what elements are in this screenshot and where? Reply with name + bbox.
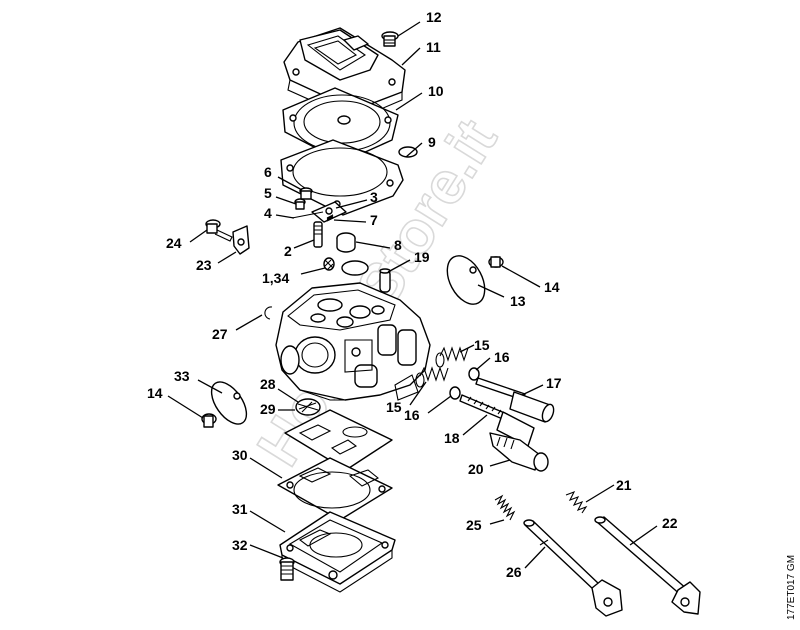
part-24-screw	[205, 219, 233, 242]
part-20-idle-screw	[489, 432, 549, 472]
part-6-screw	[299, 187, 313, 200]
callout-21: 21	[616, 477, 632, 493]
callout-14-top: 14	[544, 279, 560, 295]
callout-18: 18	[444, 430, 460, 446]
part-26-throttle-shaft	[523, 519, 623, 617]
callout-7: 7	[370, 212, 378, 228]
callout-26: 26	[506, 564, 522, 580]
callout-27: 27	[212, 326, 228, 342]
callout-1-34: 1,34	[262, 270, 289, 286]
part-27-clip	[264, 306, 273, 320]
part-10-metering-diaphragm	[282, 87, 399, 163]
callout-5: 5	[264, 185, 272, 201]
part-25-spring	[494, 494, 516, 521]
callout-15-lower: 15	[386, 399, 402, 415]
part-14-screw-top	[488, 256, 504, 268]
leader-lines	[167, 21, 658, 569]
part-15-spring-lower	[415, 366, 449, 388]
callout-6: 6	[264, 164, 272, 180]
callout-8: 8	[394, 237, 402, 253]
callout-17: 17	[546, 375, 562, 391]
callout-4: 4	[264, 205, 272, 221]
part-21-spring	[565, 490, 588, 514]
drawing-code: 177ET017 GM	[786, 555, 797, 620]
callout-19: 19	[414, 249, 430, 265]
part-17-adjust-screw	[475, 377, 555, 423]
callout-2: 2	[284, 243, 292, 259]
part-18-adjust-screw	[459, 394, 535, 447]
part-8-disc	[341, 260, 369, 276]
part-19-pin	[379, 268, 391, 293]
part-2-needle	[313, 221, 323, 248]
part-7-spring	[326, 214, 334, 222]
part-14-screw-bottom	[201, 413, 217, 428]
callout-29: 29	[260, 401, 276, 417]
callout-24: 24	[166, 235, 182, 251]
part-23-bracket	[232, 225, 250, 255]
part-1-34-screen	[323, 257, 335, 271]
callout-3: 3	[370, 189, 378, 205]
part-12-screw	[381, 31, 399, 47]
part-28-strainer	[295, 398, 321, 416]
callout-20: 20	[468, 461, 484, 477]
part-30-diaphragm	[277, 457, 393, 521]
callout-12: 12	[426, 9, 442, 25]
callout-31: 31	[232, 501, 248, 517]
callout-22: 22	[662, 515, 678, 531]
part-4-axle	[291, 211, 324, 219]
part-13-cover-disc	[446, 255, 486, 305]
callout-9: 9	[428, 134, 436, 150]
part-16-oring-lower	[449, 386, 461, 400]
part-32-screw	[279, 557, 295, 581]
callout-10: 10	[428, 83, 444, 99]
callout-11: 11	[426, 39, 441, 55]
part-5-screw	[294, 198, 306, 210]
callout-labels: 12 11 10 9 6 5 3 4 7 2 8 24 23 19 1,34 1…	[147, 9, 678, 580]
callout-33: 33	[174, 368, 190, 384]
part-29-gasket	[284, 409, 393, 471]
callout-25: 25	[466, 517, 482, 533]
callout-16-lower: 16	[404, 407, 420, 423]
callout-23: 23	[196, 257, 212, 273]
part-22-choke-shaft	[594, 516, 701, 615]
part-31-pump-cover	[279, 511, 396, 593]
callout-14-bottom: 14	[147, 385, 163, 401]
callout-15-upper: 15	[474, 337, 490, 353]
carburetor-body	[275, 282, 431, 401]
part-16-oring-upper	[468, 367, 480, 381]
callout-13: 13	[510, 293, 526, 309]
part-7-cap	[336, 232, 356, 253]
callout-28: 28	[260, 376, 276, 392]
callout-30: 30	[232, 447, 248, 463]
part-11-cover	[283, 27, 406, 121]
callout-16-upper: 16	[494, 349, 510, 365]
callout-32: 32	[232, 537, 248, 553]
